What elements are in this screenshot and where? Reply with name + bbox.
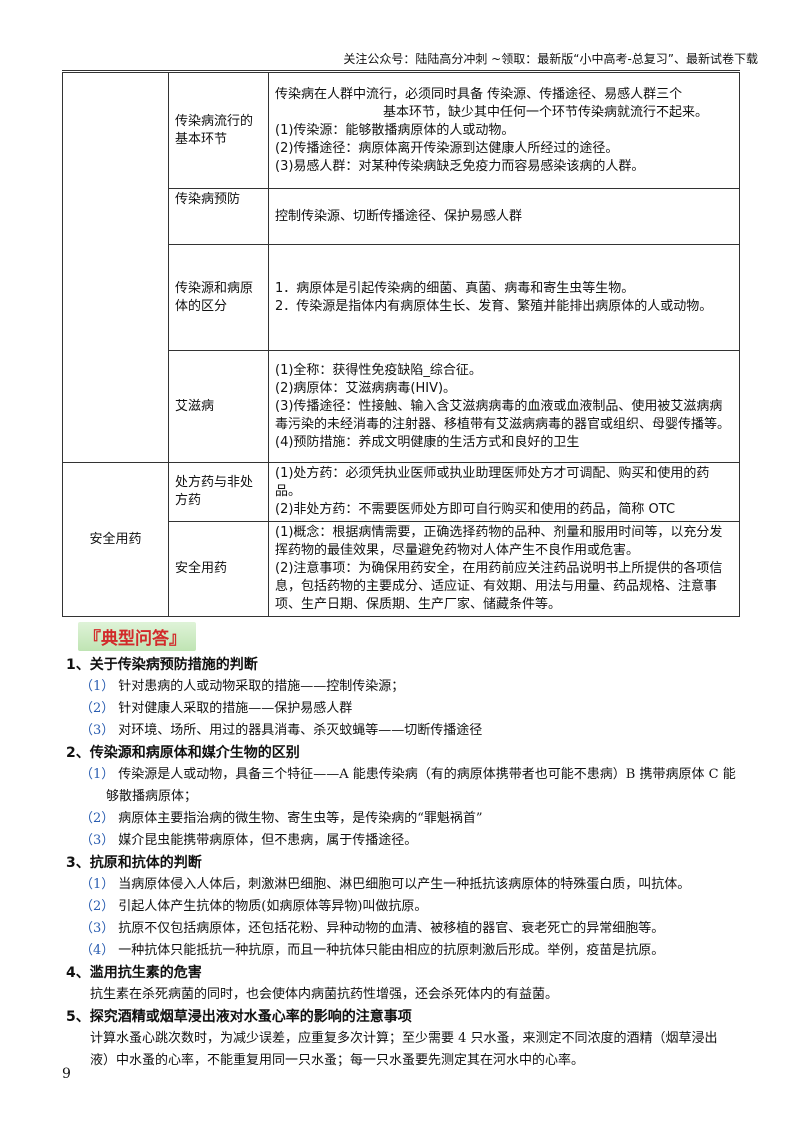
header-note: 关注公众号：陆陆高分冲刺 ~领取：最新版“小中高考-总复习”、最新试卷下载 [343, 52, 758, 66]
qa-item-text: 引起人体产生抗体的物质(如病原体等异物)叫做抗原。 [118, 899, 428, 914]
table-row: 传染病预防 控制传染源、切断传播途径、保护易感人群 [63, 188, 740, 245]
knowledge-table: 传染病流行的基本环节 传染病在人群中流行，必须同时具备 传染源、传播途径、易感人… [62, 72, 740, 617]
content-line: (4)预防措施：养成文明健康的生活方式和良好的卫生 [275, 434, 580, 450]
qa-item-number: （2） [80, 811, 115, 826]
group-cell-safety: 安全用药 [62, 462, 169, 617]
qa-item-text: 媒介昆虫能携带病原体，但不患病，属于传播途径。 [118, 833, 418, 848]
qa-item: （2）针对健康人采取的措施——保护易感人群 [66, 698, 736, 720]
qa-item: （2）病原体主要指治病的微生物、寄生虫等，是传染病的“罪魁祸首” [66, 808, 736, 830]
content-cell: (1)全称：获得性免疫缺陷_综合征。 (2)病原体：艾滋病病毒(HIV)。 (3… [268, 350, 740, 463]
qa-item-number: （2） [80, 899, 115, 914]
qa-item-text: 病原体主要指治病的微生物、寄生虫等，是传染病的“罪魁祸首” [118, 811, 483, 826]
qa-heading: 4、滥用抗生素的危害 [66, 965, 202, 981]
qa-item: （1）传染源是人或动物，具备三个特征——A 能患传染病（有的病原体携带者也可能不… [66, 764, 736, 808]
content-line: 控制传染源、切断传播途径、保护易感人群 [275, 208, 523, 224]
qa-heading: 1、关于传染病预防措施的判断 [66, 657, 258, 673]
qa-item-number: （2） [80, 701, 115, 716]
qa-item-text: 一种抗体只能抵抗一种抗原，而且一种抗体只能由相应的抗原刺激后形成。举例，疫苗是抗… [118, 943, 665, 958]
table-row: 艾滋病 (1)全称：获得性免疫缺陷_综合征。 (2)病原体：艾滋病病毒(HIV)… [63, 350, 740, 463]
qa-paragraph: 抗生素在杀死病菌的同时，也会使体内病菌抗药性增强，还会杀死体内的有益菌。 [90, 987, 559, 1002]
qa-item: （4）一种抗体只能抵抗一种抗原，而且一种抗体只能由相应的抗原刺激后形成。举例，疫… [66, 940, 736, 962]
table-row: 传染病流行的基本环节 传染病在人群中流行，必须同时具备 传染源、传播途径、易感人… [62, 72, 740, 463]
topic-cell: 艾滋病 [168, 350, 269, 463]
content-cell: (1)概念：根据病情需要，正确选择药物的品种、剂量和服用时间等，以充分发挥药物的… [268, 521, 740, 617]
qa-item-text: 对环境、场所、用过的器具消毒、杀灭蚊蝇等——切断传播途径 [118, 723, 483, 738]
topic-cell: 处方药与非处方药 [168, 462, 269, 522]
qa-heading: 5、探究酒精或烟草浸出液对水蚤心率的影响的注意事项 [66, 1009, 412, 1025]
qa-heading: 2、传染源和病原体和媒介生物的区别 [66, 745, 300, 761]
content-line: 基本环节，缺少其中任何一个环节传染病就流行不起来。 [383, 104, 709, 120]
qa-item: （1）针对患病的人或动物采取的措施——控制传染源； [66, 676, 736, 698]
qa-item-number: （1） [80, 679, 115, 694]
content-line: (1)传染源：能够散播病原体的人或动物。 [275, 122, 515, 138]
content-cell: (1)处方药：必须凭执业医师或执业助理医师处方才可调配、购买和使用的药品。 (2… [268, 462, 740, 522]
qa-item-text: 针对健康人采取的措施——保护易感人群 [118, 701, 353, 716]
table-row: 安全用药 处方药与非处方药 (1)处方药：必须凭执业医师或执业助理医师处方才可调… [62, 462, 740, 617]
content-line: (2)非处方药：不需要医师处方即可自行购买和使用的药品，简称 OTC [275, 502, 676, 517]
group-cell-empty [62, 72, 169, 463]
header-divider [62, 70, 740, 71]
content-line: (1)概念：根据病情需要，正确选择药物的品种、剂量和服用时间等，以充分发挥药物的… [275, 525, 723, 558]
content-line: (3)易感人群：对某种传染病缺乏免疫力而容易感染该病的人群。 [275, 158, 645, 174]
content-line: 1．病原体是引起传染病的细菌、真菌、病毒和寄生虫等生物。 [275, 280, 635, 296]
qa-item: （3）媒介昆虫能携带病原体，但不患病，属于传播途径。 [66, 830, 736, 852]
topic-cell: 传染病预防 [168, 188, 269, 245]
qa-item-number: （4） [80, 943, 115, 958]
qa-item-number: （3） [80, 833, 115, 848]
content-line: (3)传播途径：性接触、输入含艾滋病病毒的血液或血液制品、使用被艾滋病病毒污染的… [275, 398, 731, 432]
qa-item: （3）对环境、场所、用过的器具消毒、杀灭蚊蝇等——切断传播途径 [66, 720, 736, 742]
topic-cell: 安全用药 [168, 521, 269, 617]
content-line: 2．传染源是指体内有病原体生长、发育、繁殖并能排出病原体的人或动物。 [275, 298, 713, 314]
content-line: (2)病原体：艾滋病病毒(HIV)。 [275, 380, 457, 396]
qa-item-number: （1） [80, 767, 115, 782]
content-line: (2)注意事项：为确保用药安全，在用药前应关注药品说明书上所提供的各项信息，包括… [275, 561, 723, 612]
qa-item-text: 当病原体侵入人体后，刺激淋巴细胞、淋巴细胞可以产生一种抵抗该病原体的特殊蛋白质，… [118, 877, 691, 892]
qa-item-number: （3） [80, 723, 115, 738]
topic-cell: 传染病流行的基本环节 [168, 72, 269, 189]
qa-paragraph: 计算水蚤心跳次数时，为减少误差，应重复多次计算；至少需要 4 只水蚤，来测定不同… [90, 1031, 718, 1068]
table-row: 安全用药 (1)概念：根据病情需要，正确选择药物的品种、剂量和服用时间等，以充分… [63, 521, 740, 617]
content-line: (2)传播途径：病原体离开传染源到达健康人所经过的途径。 [275, 140, 619, 156]
qa-item-text: 针对患病的人或动物采取的措施——控制传染源； [118, 679, 405, 694]
qa-item-number: （3） [80, 921, 115, 936]
content-cell: 传染病在人群中流行，必须同时具备 传染源、传播途径、易感人群三个 基本环节，缺少… [268, 72, 740, 189]
qa-item: （1）当病原体侵入人体后，刺激淋巴细胞、淋巴细胞可以产生一种抵抗该病原体的特殊蛋… [66, 874, 736, 896]
content-cell: 控制传染源、切断传播途径、保护易感人群 [268, 188, 740, 245]
qa-heading: 3、抗原和抗体的判断 [66, 855, 202, 871]
content-line: 传染病在人群中流行，必须同时具备 传染源、传播途径、易感人群三个 [275, 86, 683, 102]
qa-item: （3）抗原不仅包括病原体，还包括花粉、异种动物的血清、被移植的器官、衰老死亡的异… [66, 918, 736, 940]
qa-item-text: 抗原不仅包括病原体，还包括花粉、异种动物的血清、被移植的器官、衰老死亡的异常细胞… [118, 921, 665, 936]
page-number: 9 [62, 1066, 71, 1082]
content-line: (1)处方药：必须凭执业医师或执业助理医师处方才可调配、购买和使用的药品。 [275, 466, 710, 499]
content-cell: 1．病原体是引起传染病的细菌、真菌、病毒和寄生虫等生物。 2．传染源是指体内有病… [268, 244, 740, 351]
section-banner: 『典型问答』 [78, 622, 196, 651]
qa-item-text: 传染源是人或动物，具备三个特征——A 能患传染病（有的病原体携带者也可能不患病）… [106, 767, 736, 804]
qa-item: （2）引起人体产生抗体的物质(如病原体等异物)叫做抗原。 [66, 896, 736, 918]
table-row: 传染源和病原体的区分 1．病原体是引起传染病的细菌、真菌、病毒和寄生虫等生物。 … [63, 244, 740, 351]
content-line: (1)全称：获得性免疫缺陷_综合征。 [275, 362, 482, 378]
qa-item-number: （1） [80, 877, 115, 892]
topic-cell: 传染源和病原体的区分 [168, 244, 269, 351]
qa-section: 1、关于传染病预防措施的判断 （1）针对患病的人或动物采取的措施——控制传染源；… [66, 654, 736, 1072]
